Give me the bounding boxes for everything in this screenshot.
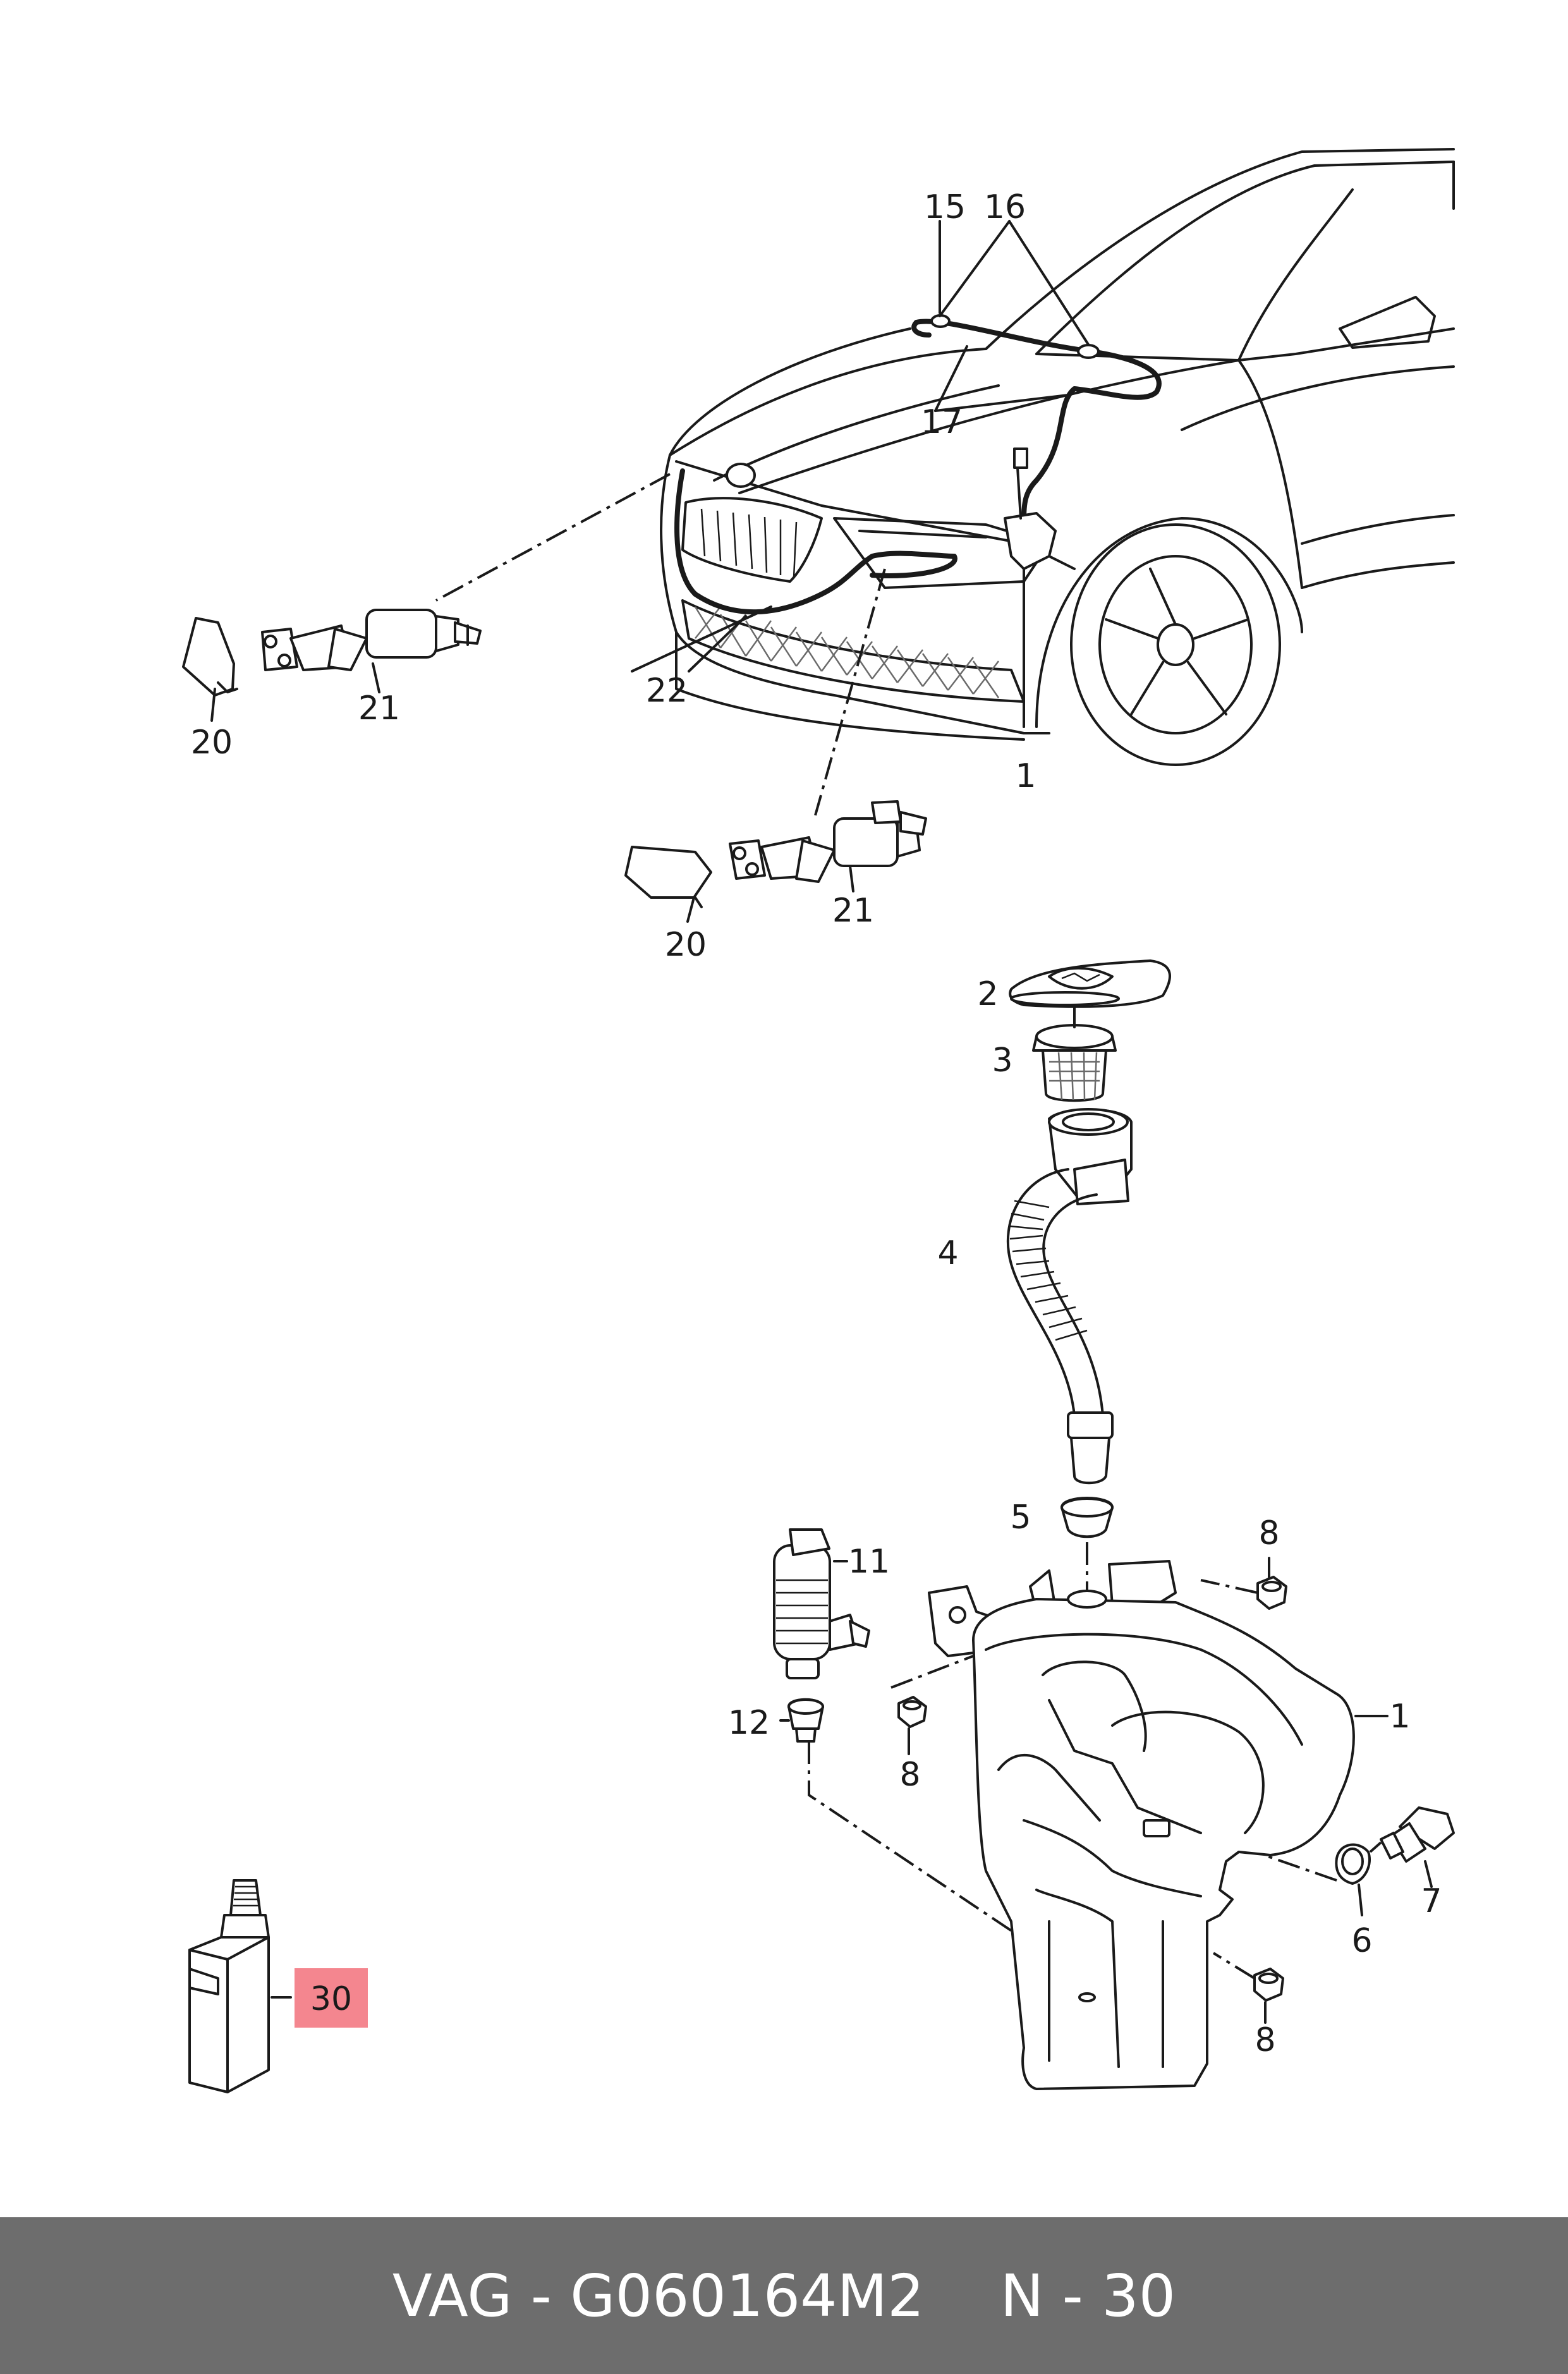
highlight-callout-30 (295, 1968, 368, 2028)
callout-8-left: 8 (899, 1756, 920, 1794)
item-reference: N - 30 (1000, 2261, 1176, 2330)
callout-17: 17 (921, 403, 963, 441)
part-code: VAG - G060164M2 (392, 2261, 925, 2330)
parts-diagram: 15 16 17 1 22 20 21 20 21 2 3 4 5 11 8 1… (182, 148, 1455, 2093)
leader-lines-top (631, 220, 1090, 673)
headlamp-washer-nozzle-upper (182, 609, 482, 697)
filler-strainer (1032, 1007, 1117, 1102)
callout-11: 11 (848, 1543, 890, 1581)
car-front-illustration (660, 148, 1455, 766)
callout-3: 3 (992, 1042, 1012, 1080)
callout-labels: 15 16 17 1 22 20 21 20 21 2 3 4 5 11 8 1… (191, 188, 1442, 2059)
grommet (1061, 1497, 1114, 1593)
washer-hose-line (674, 314, 1162, 728)
pump-grommet (779, 1698, 1088, 1983)
filler-neck-hose (1006, 1108, 1133, 1485)
filler-cap (1009, 959, 1171, 1008)
level-sensor (1380, 1806, 1455, 1888)
callout-7: 7 (1421, 1882, 1442, 1920)
callout-21-upper: 21 (358, 690, 400, 727)
callout-4: 4 (937, 1234, 958, 1272)
headlamp-washer-nozzle-lower (624, 800, 927, 908)
callout-21-lower: 21 (832, 892, 874, 930)
part-number-footer: VAG - G060164M2 N - 30 (0, 2217, 1568, 2374)
washer-fluid-bottle (188, 1879, 292, 2093)
hex-nut-left (890, 1655, 974, 1755)
callout-22: 22 (646, 672, 688, 710)
washer-fluid-reservoir (928, 1560, 1389, 2090)
hex-nut-lower-right (1212, 1952, 1284, 2024)
callout-2: 2 (977, 975, 998, 1013)
callout-30: 30 (310, 1980, 352, 2018)
washer-pump (773, 1528, 870, 1679)
callout-20-upper: 20 (191, 724, 233, 762)
callout-12: 12 (728, 1704, 770, 1742)
leader-lines-nozzles (210, 662, 854, 923)
callout-20-lower: 20 (665, 926, 707, 964)
callout-15: 15 (924, 188, 966, 226)
callout-1-top: 1 (1015, 757, 1036, 795)
callout-5: 5 (1010, 1499, 1031, 1537)
callout-8-lower: 8 (1255, 2021, 1275, 2059)
hex-nut-upper-right (1200, 1557, 1287, 1610)
callout-8-upper: 8 (1258, 1514, 1279, 1552)
sensor-grommet (1263, 1841, 1382, 1916)
callout-6: 6 (1351, 1922, 1372, 1960)
callout-1-tank: 1 (1389, 1698, 1410, 1736)
callout-16: 16 (984, 188, 1026, 226)
